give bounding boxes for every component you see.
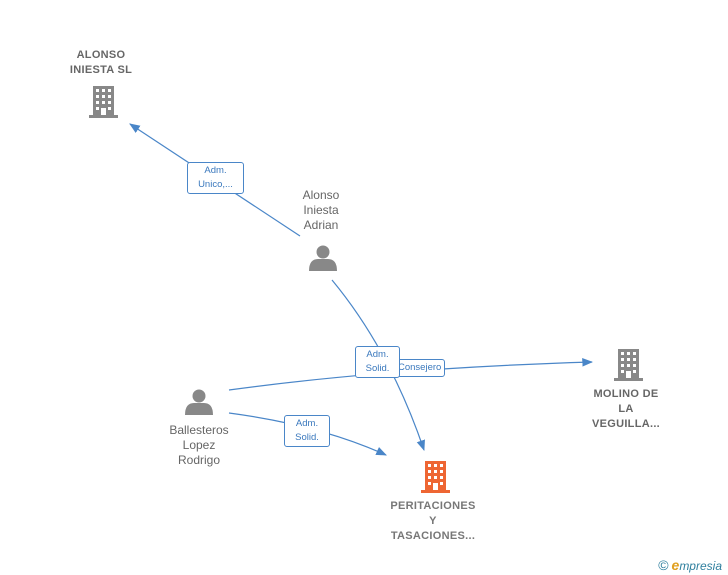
building-icon[interactable] xyxy=(421,461,450,493)
edge-label-adm-solid-adrian[interactable]: Adm. Solid. xyxy=(355,346,400,378)
brand-initial: e xyxy=(671,557,680,573)
node-label-alonso-iniesta-sl[interactable]: ALONSO INIESTA SL xyxy=(69,49,133,76)
node-label-peritaciones-y-tasaciones[interactable]: PERITACIONES Y TASACIONES... xyxy=(390,500,476,542)
brand-logo: ©empresia xyxy=(658,557,722,573)
building-icon[interactable] xyxy=(89,86,118,118)
building-icon[interactable] xyxy=(614,349,643,381)
node-label-molino-de-la-veguilla[interactable]: MOLINO DE LA VEGUILLA... xyxy=(591,388,661,430)
edge-label-adm-solid-ballesteros[interactable]: Adm. Solid. xyxy=(284,415,330,447)
edge-label-adm-unico[interactable]: Adm. Unico,... xyxy=(187,162,244,194)
node-label-ballesteros-lopez-rodrigo[interactable]: Ballesteros Lopez Rodrigo xyxy=(169,423,229,467)
person-icon[interactable] xyxy=(309,245,337,272)
node-label-alonso-iniesta-adrian[interactable]: Alonso Iniesta Adrian xyxy=(302,188,340,232)
copyright-icon: © xyxy=(658,557,669,573)
brand-name: mpresia xyxy=(679,559,722,573)
person-icon[interactable] xyxy=(185,389,213,416)
edge-label-consejero[interactable]: Consejero xyxy=(393,359,445,377)
